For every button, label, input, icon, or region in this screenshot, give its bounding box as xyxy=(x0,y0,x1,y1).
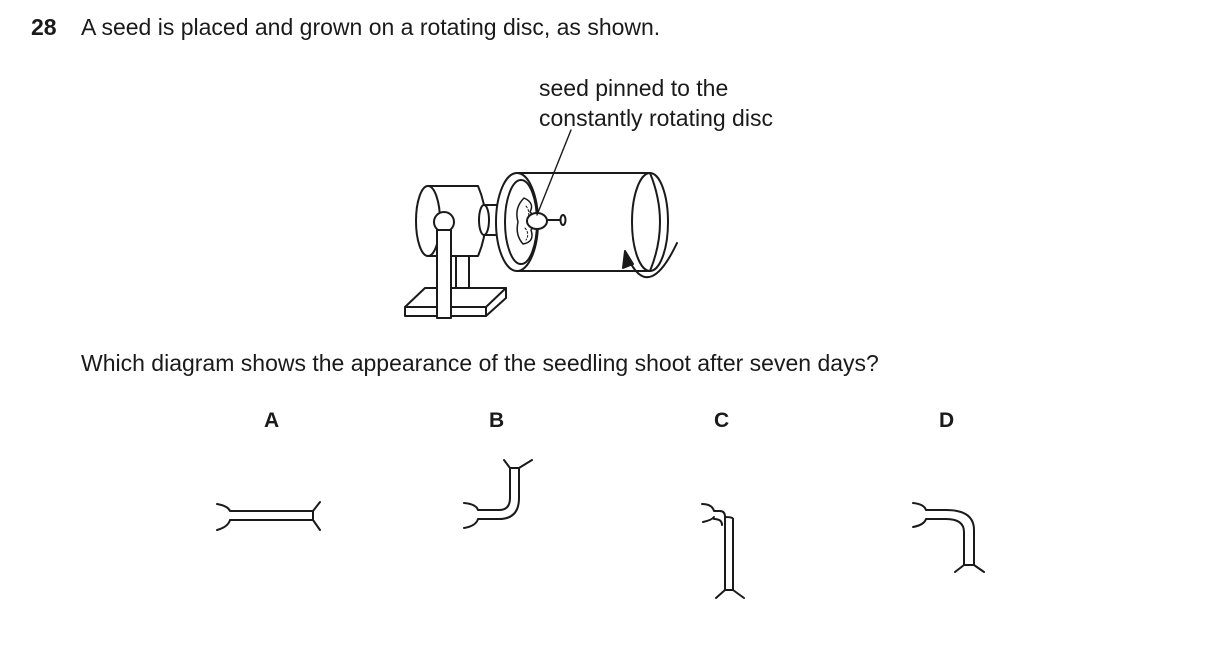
callout-line-1: seed pinned to the xyxy=(539,75,729,101)
clinostat-diagram xyxy=(404,129,678,319)
option-label-c: C xyxy=(714,409,730,432)
callout-line-2: constantly rotating disc xyxy=(539,105,773,131)
option-d-diagram xyxy=(912,502,985,573)
question-number: 28 xyxy=(31,14,57,40)
option-c-diagram xyxy=(701,503,745,599)
question-prompt: Which diagram shows the appearance of th… xyxy=(81,350,879,376)
callout-label: seed pinned to the constantly rotating d… xyxy=(539,73,773,133)
option-b-diagram xyxy=(463,459,533,529)
option-label-b: B xyxy=(489,409,505,432)
option-label-d: D xyxy=(939,409,955,432)
option-a-diagram xyxy=(216,501,321,531)
option-label-a: A xyxy=(264,409,280,432)
question-text: A seed is placed and grown on a rotating… xyxy=(81,14,661,40)
